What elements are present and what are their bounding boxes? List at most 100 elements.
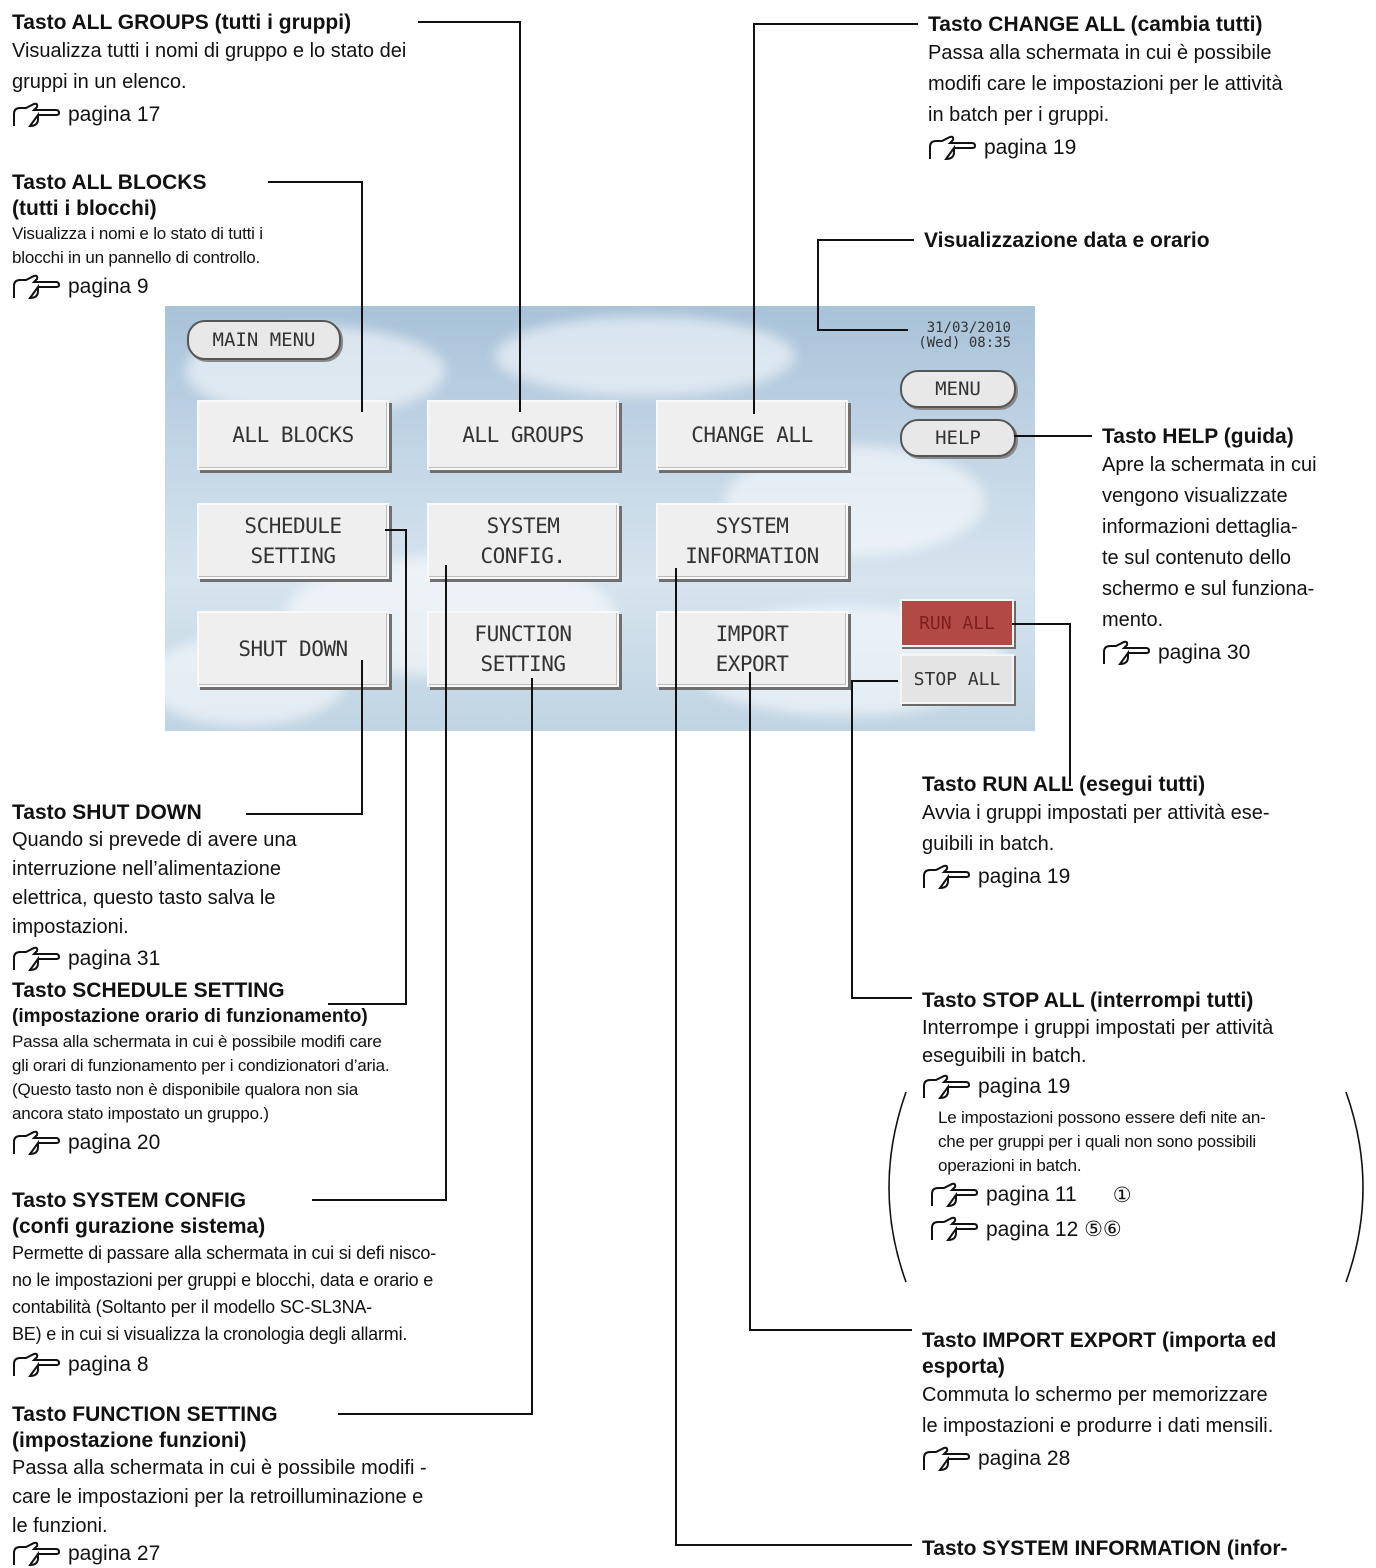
callout-desc: te sul contenuto dello xyxy=(1102,547,1292,569)
sysinfo-label-line1: SYSTEM xyxy=(715,514,789,538)
sysinfo-label-line2: INFORMATION xyxy=(685,544,819,568)
page-reference: pagina 17 xyxy=(12,98,406,132)
help-button[interactable]: HELP xyxy=(900,419,1016,457)
callout-desc: modifi care le impostazioni per le attiv… xyxy=(928,73,1283,95)
pointing-hand-icon xyxy=(923,1074,970,1100)
all-groups-label: ALL GROUPS xyxy=(462,423,584,447)
callout-title: Tasto ALL GROUPS (tutti i gruppi) xyxy=(12,11,352,34)
callout-all-blocks: Tasto ALL BLOCKS (tutti i blocchi) Visua… xyxy=(12,170,263,304)
shut-down-button[interactable]: SHUT DOWN xyxy=(197,611,389,687)
callout-desc: Visualizza i nomi e lo stato di tutti i xyxy=(12,224,263,243)
page-reference-text: pagina 27 xyxy=(68,1542,161,1565)
pointing-hand-icon xyxy=(13,946,60,972)
note-text: operazioni in batch. xyxy=(938,1156,1082,1175)
note-bracket-left xyxy=(888,1091,907,1283)
callout-title: Tasto ALL BLOCKS xyxy=(12,171,207,194)
page-reference: pagina 19 xyxy=(922,1070,1368,1104)
all-groups-button[interactable]: ALL GROUPS xyxy=(427,400,619,470)
callout-title: Tasto SCHEDULE SETTING xyxy=(12,979,285,1002)
callout-title: (confi gurazione sistema) xyxy=(12,1215,266,1238)
callout-stop-all: Tasto STOP ALL (interrompi tutti) Interr… xyxy=(922,988,1368,1246)
change-all-label: CHANGE ALL xyxy=(691,423,813,447)
callout-desc: Permette di passare alla schermata in cu… xyxy=(12,1243,436,1263)
callout-system-config: Tasto SYSTEM CONFIG (confi gurazione sis… xyxy=(12,1188,528,1382)
page-reference-text: pagina 19 xyxy=(978,1075,1071,1098)
callout-title: Tasto RUN ALL (esegui tutti) xyxy=(922,773,1206,796)
callout-desc: eseguibili in batch. xyxy=(922,1045,1087,1067)
pointing-hand-icon xyxy=(1103,640,1150,666)
page-reference-text: pagina 19 xyxy=(978,865,1071,888)
callout-title: Tasto HELP (guida) xyxy=(1102,425,1294,448)
date-text: 31/03/2010 xyxy=(926,320,1011,336)
callout-desc: BE) e in cui si visualizza la cronologia… xyxy=(12,1324,408,1344)
callout-desc: elettrica, questo tasto salva le xyxy=(12,887,276,909)
system-information-button[interactable]: SYSTEM INFORMATION xyxy=(656,503,848,579)
page-reference: pagina 19 xyxy=(928,131,1283,165)
callout-desc: ancora stato impostato un gruppo.) xyxy=(12,1104,269,1123)
system-config-button[interactable]: SYSTEM CONFIG. xyxy=(427,503,619,579)
schedule-setting-button[interactable]: SCHEDULE SETTING xyxy=(197,503,389,579)
all-blocks-label: ALL BLOCKS xyxy=(232,423,354,447)
sysconfig-label-line2: CONFIG. xyxy=(480,544,566,568)
callout-title: (impostazione funzioni) xyxy=(12,1429,247,1452)
callout-desc: informazioni dettaglia- xyxy=(1102,516,1298,538)
pointing-hand-icon xyxy=(13,102,60,128)
function-setting-button[interactable]: FUNCTION SETTING xyxy=(427,611,619,687)
pointing-hand-icon xyxy=(13,1541,60,1567)
sysconfig-label-line1: SYSTEM xyxy=(486,514,560,538)
change-all-button[interactable]: CHANGE ALL xyxy=(656,400,848,470)
callout-desc: Visualizza tutti i nomi di gruppo e lo s… xyxy=(12,40,407,62)
callout-desc: contabilità (Soltanto per il modello SC-… xyxy=(12,1297,372,1317)
page-reference: pagina 31 xyxy=(12,942,297,976)
note-text: Le impostazioni possono essere defi nite… xyxy=(938,1108,1266,1127)
callout-title: (impostazione orario di funzionamento) xyxy=(12,1006,368,1027)
run-all-button[interactable]: RUN ALL xyxy=(900,599,1014,647)
schedule-label-line1: SCHEDULE xyxy=(244,514,342,538)
callout-desc: Passa alla schermata in cui è possibile … xyxy=(12,1457,427,1479)
import-export-button[interactable]: IMPORT EXPORT xyxy=(656,611,848,687)
callout-desc: Passa alla schermata in cui è possibile xyxy=(928,42,1272,64)
page-reference-text: pagina 8 xyxy=(68,1353,149,1376)
callout-title: Tasto STOP ALL (interrompi tutti) xyxy=(922,989,1254,1012)
callout-desc: no le impostazioni per gruppi e blocchi,… xyxy=(12,1270,434,1290)
callout-desc: blocchi in un pannello di controllo. xyxy=(12,248,260,267)
callout-title: Tasto SYSTEM INFORMATION (infor- xyxy=(922,1537,1288,1560)
pointing-hand-icon xyxy=(931,1216,978,1242)
page-reference: pagina 20 xyxy=(12,1126,389,1160)
page-reference: pagina 30 xyxy=(1102,636,1372,670)
callout-desc: guibili in batch. xyxy=(922,833,1055,855)
callout-import-export: Tasto IMPORT EXPORT (importa ed esporta)… xyxy=(922,1328,1368,1476)
callout-desc: vengono visualizzate xyxy=(1102,485,1288,507)
callout-desc: Interrompe i gruppi impostati per attivi… xyxy=(922,1017,1274,1039)
page-reference: pagina 9 xyxy=(12,270,263,304)
callout-title: (tutti i blocchi) xyxy=(12,197,157,220)
page-reference-text: pagina 9 xyxy=(68,275,149,298)
import-label-line1: IMPORT xyxy=(715,622,789,646)
stop-all-button[interactable]: STOP ALL xyxy=(900,654,1014,704)
note-text: che per gruppi per i quali non sono poss… xyxy=(938,1132,1256,1151)
callout-desc: in batch per i gruppi. xyxy=(928,104,1110,126)
shut-down-label: SHUT DOWN xyxy=(238,637,348,661)
page-reference-text: pagina 31 xyxy=(68,947,161,970)
menu-button[interactable]: MENU xyxy=(900,370,1016,408)
pointing-hand-icon xyxy=(13,1130,60,1156)
pointing-hand-icon xyxy=(13,1352,60,1378)
main-menu-title: MAIN MENU xyxy=(187,320,341,360)
callout-schedule-setting: Tasto SCHEDULE SETTING (impostazione ora… xyxy=(12,978,390,1160)
page-reference-text: pagina 19 xyxy=(984,136,1077,159)
batch-note: Le impostazioni possono essere defi nite… xyxy=(931,1106,1368,1246)
callout-title: Tasto SHUT DOWN xyxy=(12,801,202,824)
callout-desc: (Questo tasto non è disponibile qualora … xyxy=(12,1080,358,1099)
all-blocks-button[interactable]: ALL BLOCKS xyxy=(197,400,389,470)
callout-desc: Avvia i gruppi impostati per attività es… xyxy=(922,802,1270,824)
page-reference-text: pagina 17 xyxy=(68,103,161,126)
pointing-hand-icon xyxy=(13,274,60,300)
pointing-hand-icon xyxy=(931,1182,978,1208)
callout-desc: gli orari di funzionamento per i condizi… xyxy=(12,1056,390,1075)
callout-desc: Passa alla schermata in cui è possibile … xyxy=(12,1032,382,1051)
page-reference: pagina 27 xyxy=(12,1541,540,1567)
callout-desc: gruppi in un elenco. xyxy=(12,71,187,93)
callout-title: Tasto SYSTEM CONFIG xyxy=(12,1189,247,1212)
callout-desc: le funzioni. xyxy=(12,1515,108,1537)
callout-title: esporta) xyxy=(922,1355,1005,1378)
